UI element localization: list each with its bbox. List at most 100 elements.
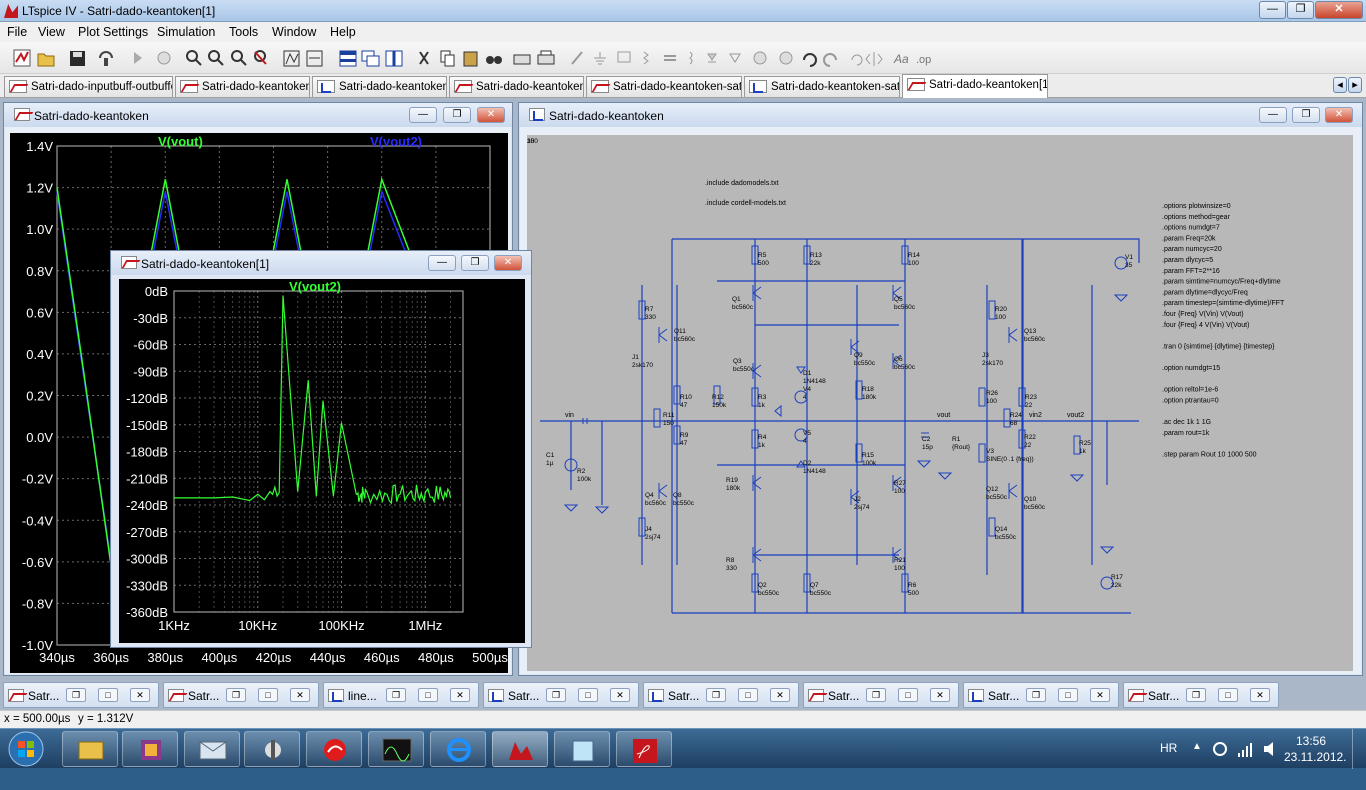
tab-scroll-right-button[interactable]: ▸ <box>1348 77 1362 93</box>
ground-icon[interactable] <box>594 52 606 65</box>
tile-vertical-icon[interactable] <box>385 50 403 67</box>
taskbar-editor[interactable] <box>554 731 610 767</box>
minimized-close-button[interactable]: ✕ <box>1250 688 1270 702</box>
zoom-pan-icon[interactable] <box>208 50 224 66</box>
autorange-icon[interactable] <box>283 50 300 67</box>
new-schematic-icon[interactable] <box>13 49 31 67</box>
resistor-icon[interactable] <box>643 51 649 65</box>
menu-plot-settings[interactable]: Plot Settings <box>78 25 149 39</box>
tile-horizontal-icon[interactable] <box>339 50 357 67</box>
waveform-close-button[interactable]: ✕ <box>477 107 505 123</box>
menu-file[interactable]: File <box>7 25 28 39</box>
minimized-restore-button[interactable]: ❐ <box>866 688 886 702</box>
minimized-max-button[interactable]: □ <box>1058 688 1078 702</box>
schematic-minimize-button[interactable]: — <box>1259 107 1287 123</box>
sync-icon[interactable] <box>1213 742 1227 756</box>
tray-show-hidden-icon[interactable]: ▲ <box>1192 741 1202 752</box>
show-desktop-button[interactable] <box>1352 729 1366 769</box>
tab-keantoken-satri-waveform[interactable]: Satri-dado-keantoken-satri <box>586 76 742 97</box>
minimized-max-button[interactable]: □ <box>578 688 598 702</box>
text-tool-icon[interactable]: Aa <box>893 52 909 66</box>
paste-icon[interactable] <box>463 51 478 67</box>
close-button[interactable]: ✕ <box>1315 1 1363 19</box>
minimized-max-button[interactable]: □ <box>738 688 758 702</box>
control-panel-icon[interactable] <box>99 51 113 66</box>
fft-maximize-button[interactable]: ❐ <box>461 255 489 271</box>
schematic-maximize-button[interactable]: ❐ <box>1292 107 1320 123</box>
rotate-icon[interactable] <box>851 54 863 66</box>
minimized-close-button[interactable]: ✕ <box>930 688 950 702</box>
minimized-max-button[interactable]: □ <box>898 688 918 702</box>
minimized-max-button[interactable]: □ <box>98 688 118 702</box>
tab-scroll-left-button[interactable]: ◂ <box>1333 77 1347 93</box>
minimized-window-3[interactable]: Satr...❐□✕ <box>483 682 639 708</box>
cut-icon[interactable] <box>419 51 429 65</box>
drag-hand-icon[interactable] <box>779 51 793 65</box>
menu-window[interactable]: Window <box>272 25 317 39</box>
fft-minimize-button[interactable]: — <box>428 255 456 271</box>
minimized-window-2[interactable]: line...❐□✕ <box>323 682 479 708</box>
volume-icon[interactable] <box>1264 742 1273 756</box>
print-icon[interactable] <box>537 50 555 65</box>
minimized-restore-button[interactable]: ❐ <box>66 688 86 702</box>
minimized-close-button[interactable]: ✕ <box>450 688 470 702</box>
copy-icon[interactable] <box>440 50 455 67</box>
taskbar-ltspice[interactable] <box>492 731 548 767</box>
minimized-max-button[interactable]: □ <box>258 688 278 702</box>
minimized-restore-button[interactable]: ❐ <box>386 688 406 702</box>
spice-directive-icon[interactable]: .op <box>916 54 931 66</box>
cascade-icon[interactable] <box>361 50 380 67</box>
tray-language[interactable]: HR <box>1160 741 1178 755</box>
minimized-window-1[interactable]: Satr...❐□✕ <box>163 682 319 708</box>
menu-simulation[interactable]: Simulation <box>157 25 216 39</box>
tray-time[interactable]: 13:56 <box>1296 734 1327 748</box>
minimized-max-button[interactable]: □ <box>418 688 438 702</box>
minimized-window-0[interactable]: Satr...❐□✕ <box>3 682 159 708</box>
fft-plot-svg[interactable]: 0dB-30dB-60dB-90dB-120dB-150dB-180dB-210… <box>119 279 525 643</box>
minimized-close-button[interactable]: ✕ <box>290 688 310 702</box>
fft-plot[interactable]: 0dB-30dB-60dB-90dB-120dB-150dB-180dB-210… <box>119 279 525 643</box>
autorange-y-icon[interactable] <box>306 50 323 67</box>
maximize-button[interactable]: ❐ <box>1287 1 1314 19</box>
tab-keantoken-waveform[interactable]: Satri-dado-keantoken <box>175 76 310 97</box>
component-icon[interactable] <box>729 53 741 63</box>
waveform-maximize-button[interactable]: ❐ <box>443 107 471 123</box>
taskbar-winrar[interactable] <box>122 731 178 767</box>
undo-icon[interactable] <box>803 53 817 67</box>
run-icon[interactable] <box>134 52 142 64</box>
tab-keantoken-waveform-2[interactable]: Satri-dado-keantoken <box>449 76 584 97</box>
taskbar-oscilloscope[interactable] <box>368 731 424 767</box>
diode-icon[interactable] <box>707 53 717 63</box>
open-folder-icon[interactable] <box>37 53 55 67</box>
minimized-close-button[interactable]: ✕ <box>770 688 790 702</box>
start-button[interactable] <box>0 729 52 769</box>
zoom-in-icon[interactable] <box>186 50 202 66</box>
schematic-close-button[interactable]: ✕ <box>1325 107 1353 123</box>
schematic-canvas[interactable]: .include dadomodels.txt.include cordell-… <box>527 130 1353 671</box>
zoom-fit-icon[interactable] <box>254 50 267 65</box>
taskbar-antivirus[interactable] <box>306 731 362 767</box>
minimized-restore-button[interactable]: ❐ <box>226 688 246 702</box>
taskbar-tool[interactable] <box>244 731 300 767</box>
tab-keantoken-schematic[interactable]: Satri-dado-keantoken <box>312 76 447 97</box>
minimized-close-button[interactable]: ✕ <box>610 688 630 702</box>
label-net-icon[interactable] <box>617 51 631 63</box>
draw-wire-icon[interactable] <box>571 51 583 65</box>
fft-close-button[interactable]: ✕ <box>494 255 522 271</box>
minimized-close-button[interactable]: ✕ <box>1090 688 1110 702</box>
mirror-icon[interactable] <box>865 52 883 66</box>
tray-date[interactable]: 23.11.2012. <box>1284 750 1347 764</box>
minimized-close-button[interactable]: ✕ <box>130 688 150 702</box>
minimize-button[interactable]: — <box>1259 1 1286 19</box>
minimized-restore-button[interactable]: ❐ <box>1026 688 1046 702</box>
menu-help[interactable]: Help <box>330 25 356 39</box>
minimized-window-7[interactable]: Satr...❐□✕ <box>1123 682 1279 708</box>
network-signal-icon[interactable] <box>1238 743 1252 757</box>
find-icon[interactable] <box>486 56 502 64</box>
minimized-restore-button[interactable]: ❐ <box>1186 688 1206 702</box>
zoom-out-icon[interactable] <box>231 50 247 66</box>
minimized-restore-button[interactable]: ❐ <box>546 688 566 702</box>
redo-icon[interactable] <box>823 53 837 67</box>
move-hand-icon[interactable] <box>753 51 767 65</box>
tab-keantoken-1[interactable]: Satri-dado-keantoken[1] <box>902 74 1048 98</box>
